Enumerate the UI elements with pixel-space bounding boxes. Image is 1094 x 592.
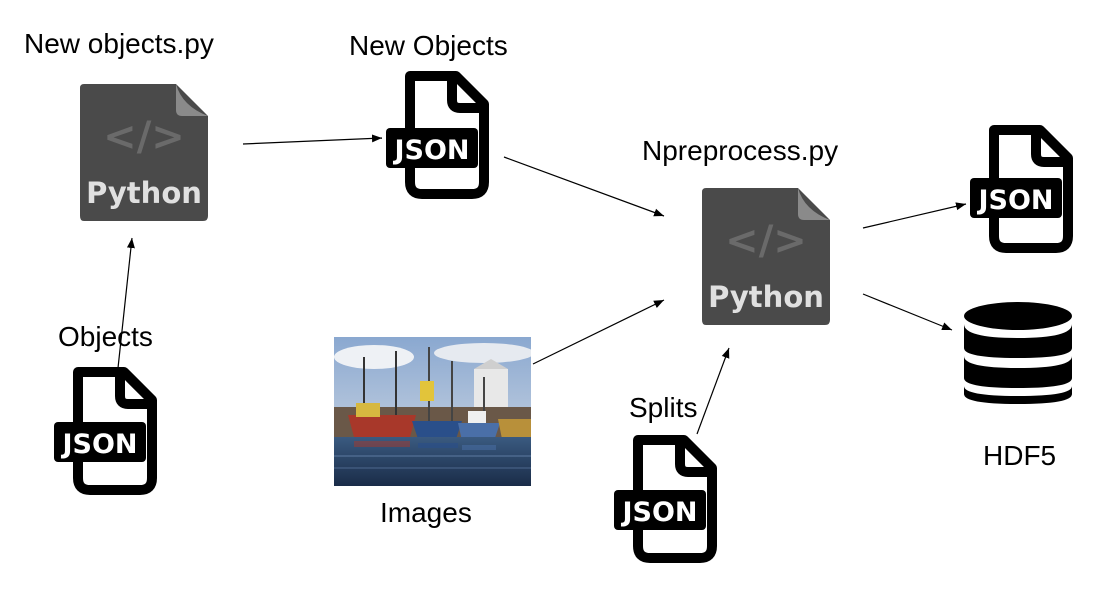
code-tag-text: </>	[103, 114, 185, 160]
arrow-images-to-npreprocess	[532, 299, 665, 365]
database-icon	[964, 302, 1072, 404]
json-file-icon: JSON	[614, 435, 717, 563]
label-hdf5: HDF5	[983, 440, 1057, 471]
json-text: JSON	[392, 135, 469, 166]
arrow-new-objects-to-npreprocess	[503, 156, 665, 217]
arrow-new-objects-py-to-new-objects	[242, 134, 383, 145]
python-text: Python	[86, 176, 202, 210]
json-file-icon: JSON	[970, 125, 1073, 253]
json-text: JSON	[976, 185, 1053, 216]
label-splits: Splits	[629, 392, 698, 423]
arrow-splits-to-npreprocess	[696, 347, 730, 435]
python-file-icon: </> Python	[80, 84, 208, 221]
json-file-icon: JSON	[54, 367, 157, 495]
python-file-icon: </> Python	[702, 188, 830, 325]
label-objects: Objects	[58, 321, 153, 352]
arrow-npreprocess-to-json	[862, 202, 967, 229]
code-tag-text: </>	[725, 218, 807, 264]
label-npreprocess-py: Npreprocess.py	[642, 135, 839, 166]
json-text: JSON	[60, 429, 137, 460]
json-text: JSON	[620, 497, 697, 528]
label-images: Images	[380, 497, 472, 528]
label-new-objects-py: New objects.py	[24, 28, 214, 59]
harbor-boats-photo	[334, 337, 531, 486]
label-new-objects: New Objects	[349, 30, 508, 61]
python-text: Python	[708, 280, 824, 314]
arrow-npreprocess-to-hdf5	[862, 293, 953, 331]
json-file-icon: JSON	[386, 71, 489, 199]
